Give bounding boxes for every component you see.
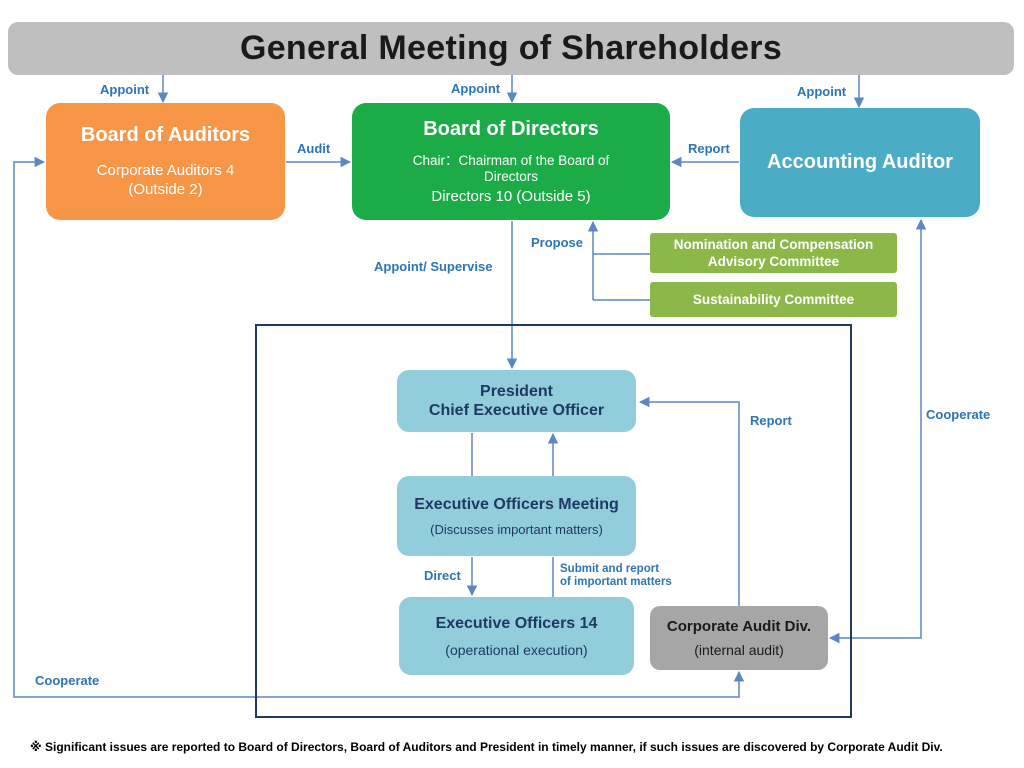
appoint-directors-label: Appoint <box>451 81 501 96</box>
execution-frame <box>255 324 852 718</box>
report-accounting-label: Report <box>688 141 730 156</box>
submit-report-label-line2: of important matters <box>560 576 672 588</box>
board-of-auditors-title: Board of Auditors <box>80 124 251 146</box>
audit-label: Audit <box>297 141 331 156</box>
ceo-label: Chief Executive Officer <box>428 402 605 419</box>
general-meeting-box: General Meeting of Shareholders <box>8 22 1014 75</box>
propose-label: Propose <box>531 235 584 250</box>
nomination-committee-box: Nomination and Compensation Advisory Com… <box>650 233 897 273</box>
cooperate-right-connector <box>828 218 927 644</box>
executive-officers-meeting-subtitle: (Discusses important matters) <box>430 521 603 537</box>
cooperate-bottom-connector <box>13 156 745 698</box>
corporate-auditors-count: Corporate Auditors 4 <box>96 162 235 179</box>
accounting-auditor-title: Accounting Auditor <box>767 151 953 173</box>
report-internal-label: Report <box>750 413 792 428</box>
executive-officers-title: Executive Officers 14 <box>435 614 598 632</box>
appoint-accounting-label: Appoint <box>797 84 847 99</box>
executive-officers-meeting-title: Executive Officers Meeting <box>414 495 619 513</box>
corporate-audit-subtitle: (internal audit) <box>694 642 784 658</box>
direct-label: Direct <box>424 568 461 583</box>
appoint-supervise-label: Appoint/ Supervise <box>374 259 493 274</box>
accounting-auditor-box: Accounting Auditor <box>740 108 980 217</box>
board-of-auditors-box: Board of Auditors Corporate Auditors 4 (… <box>46 103 285 220</box>
nomination-committee-label: Nomination and Compensation Advisory Com… <box>673 237 874 269</box>
general-meeting-title: General Meeting of Shareholders <box>239 29 783 67</box>
cooperate-bottom-label: Cooperate <box>35 673 100 688</box>
appoint-auditors-label: Appoint <box>100 82 150 97</box>
cooperate-right-label: Cooperate <box>926 407 991 422</box>
executive-officers-meeting-box: Executive Officers Meeting (Discusses im… <box>397 476 636 556</box>
footnote: ※ Significant issues are reported to Boa… <box>30 740 943 754</box>
sustainability-committee-box: Sustainability Committee <box>650 282 897 317</box>
corporate-audit-title: Corporate Audit Div. <box>666 618 812 635</box>
outside-auditors-count: (Outside 2) <box>128 181 203 198</box>
executive-officers-box: Executive Officers 14 (operational execu… <box>399 597 634 675</box>
president-label: President <box>480 383 553 400</box>
corporate-audit-box: Corporate Audit Div. (internal audit) <box>650 606 828 670</box>
submit-report-label-line1: Submit and report <box>560 563 660 575</box>
sustainability-committee-label: Sustainability Committee <box>692 292 855 307</box>
executive-officers-subtitle: (operational execution) <box>445 641 588 658</box>
president-box: President Chief Executive Officer <box>397 370 636 432</box>
board-of-directors-box: Board of Directors Chair：Chairman of the… <box>352 103 670 220</box>
directors-count: Directors 10 (Outside 5) <box>431 187 591 205</box>
propose-connector <box>593 222 650 301</box>
board-chair: Chair：Chairman of the Board of Directors <box>412 152 610 184</box>
board-of-directors-title: Board of Directors <box>423 117 599 140</box>
